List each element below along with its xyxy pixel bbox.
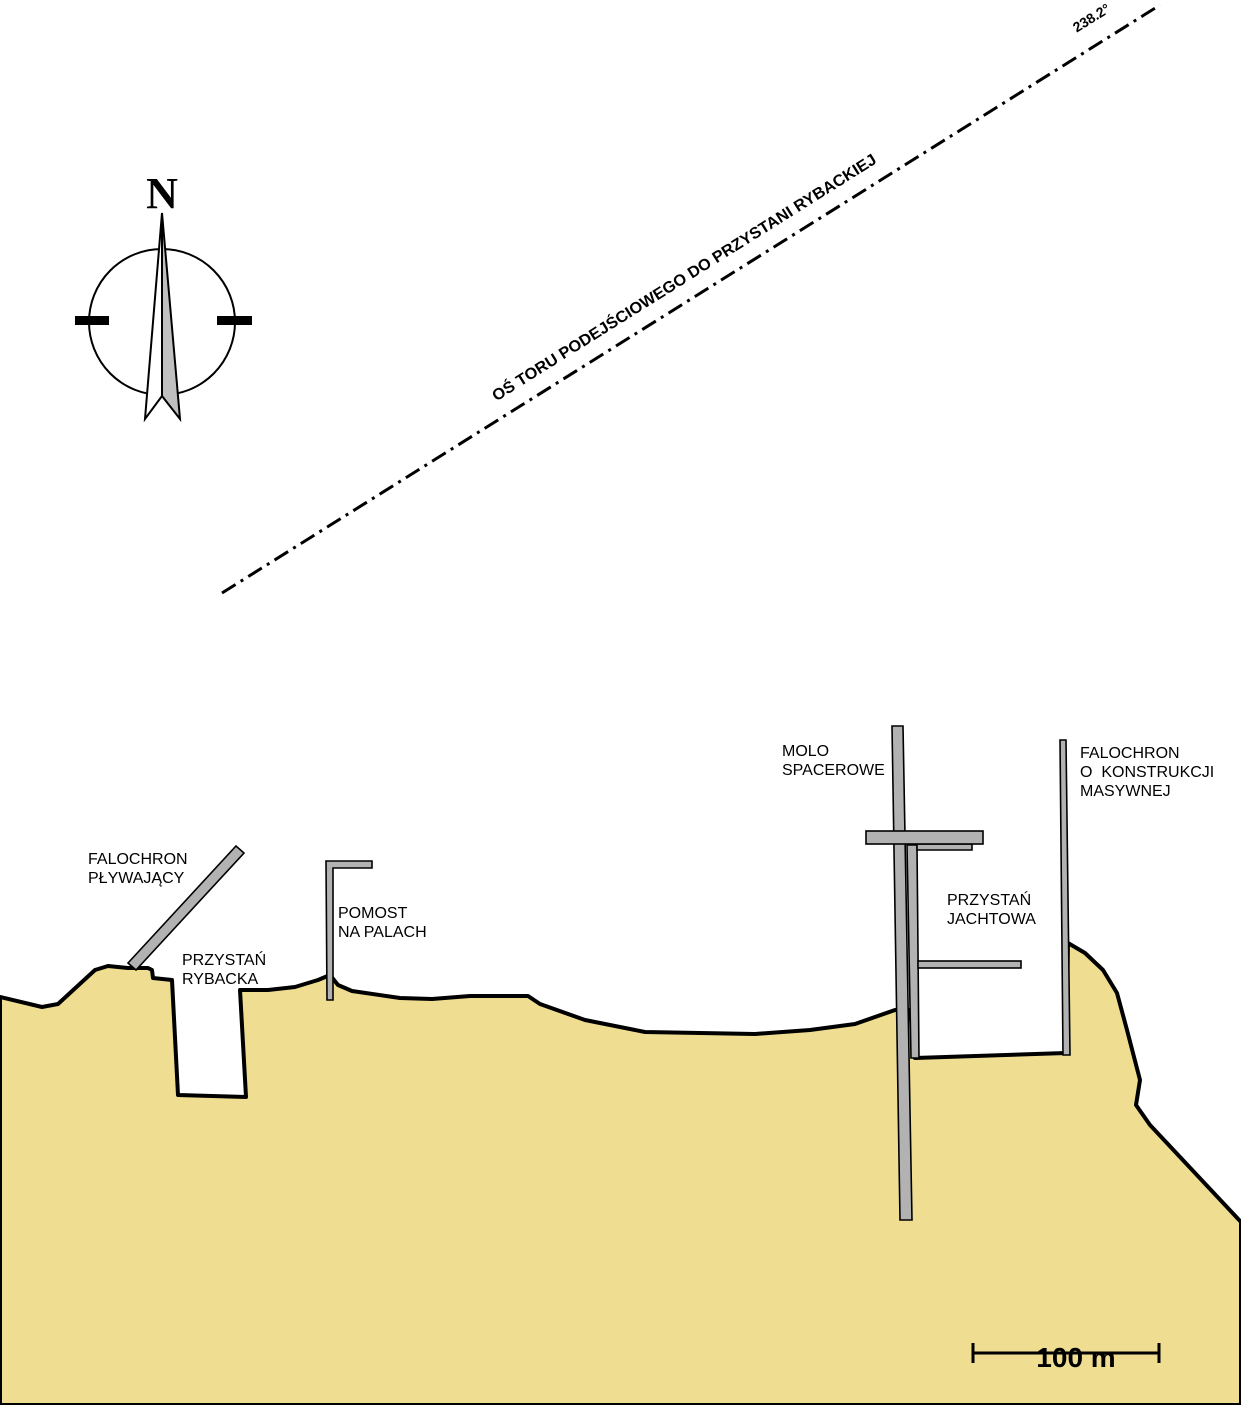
label-line: RYBACKA [182, 971, 259, 988]
scale-bar-label: 100 m [1036, 1342, 1115, 1373]
label-promenade-pier: MOLO SPACEROWE [782, 743, 885, 779]
yacht-harbor-jetty [917, 960, 1022, 969]
floating-breakwater [126, 844, 246, 972]
compass-needle-right [161, 212, 182, 423]
label-line: PŁYWAJĄCY [88, 870, 185, 887]
label-yacht-harbor: PRZYSTAŃ JACHTOWA [947, 890, 1036, 928]
label-line: SPACEROWE [782, 762, 885, 779]
approach-channel-axis [221, 3, 1161, 595]
compass-east-tick [217, 316, 252, 325]
approach-channel-label: OŚ TORU PODEJŚCIOWEGO DO PRZYSTANI RYBAC… [488, 150, 879, 405]
label-line: NA PALACH [338, 924, 427, 941]
massive-breakwater [1059, 739, 1071, 1056]
label-line: FALOCHRON [88, 851, 188, 868]
promenade-pier [865, 725, 1022, 1221]
label-line: O KONSTRUKCJI [1080, 764, 1214, 781]
label-line: PRZYSTAŃ [182, 950, 266, 969]
label-pile-pier: POMOST NA PALACH [338, 905, 427, 941]
label-floating-breakwater: FALOCHRON PŁYWAJĄCY [88, 851, 188, 887]
pier-inner-stem [906, 844, 920, 1059]
pier-main-stem [891, 725, 913, 1221]
land-area [0, 941, 1241, 1405]
label-line: POMOST [338, 905, 408, 922]
approach-bearing-label: 238.2° [1070, 0, 1113, 35]
compass-rose: N [75, 169, 252, 423]
pier-short-arm [916, 843, 973, 851]
label-line: FALOCHRON [1080, 745, 1180, 762]
compass-west-tick [75, 316, 109, 325]
label-line: PRZYSTAŃ [947, 890, 1031, 909]
label-line: MASYWNEJ [1080, 783, 1171, 800]
compass-north-label: N [146, 169, 178, 218]
label-fishing-harbor: PRZYSTAŃ RYBACKA [182, 950, 266, 988]
pier-crossbar [865, 830, 984, 845]
label-massive-breakwater: FALOCHRON O KONSTRUKCJI MASYWNEJ [1080, 745, 1214, 800]
label-line: JACHTOWA [947, 911, 1036, 928]
scale-bar: 100 m [971, 1342, 1161, 1373]
pile-pier [325, 860, 373, 1001]
label-line: MOLO [782, 743, 829, 760]
